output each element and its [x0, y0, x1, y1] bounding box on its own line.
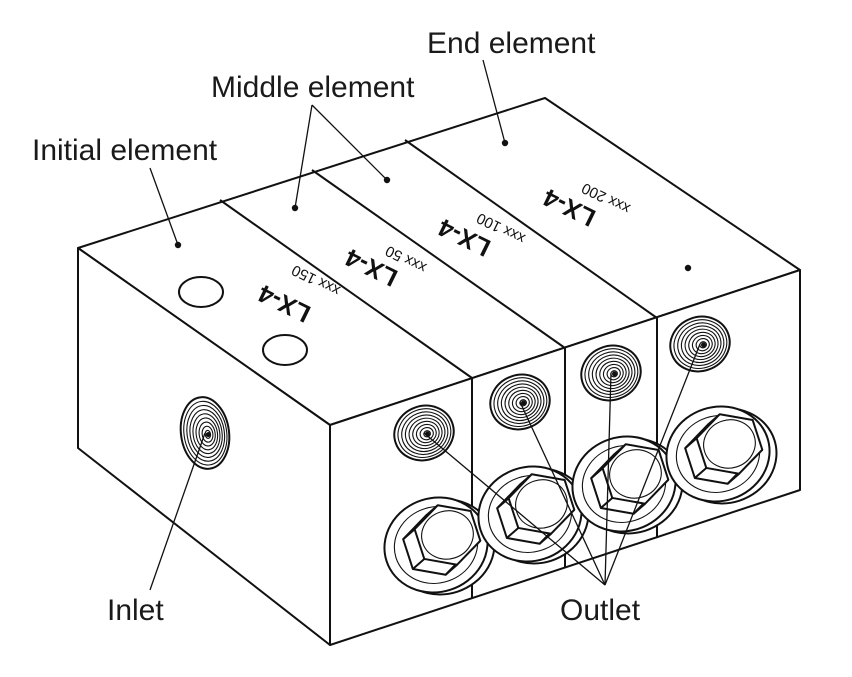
outlet-port-2-thread [519, 399, 527, 407]
outlet-bolt-2-hex-edge [539, 532, 552, 545]
outlet-port-3-thread [595, 357, 630, 390]
outlet-port-1-thread [419, 427, 434, 441]
leader-end [482, 59, 506, 144]
leader-outlet-3 [604, 372, 612, 586]
outlet-bolt-2-hex-edge [496, 497, 510, 509]
outlet-port-2-thread [497, 380, 545, 425]
outlet-bolt-4-hex-edge [727, 472, 740, 485]
outlet-port-3-thread [591, 354, 633, 393]
outlet-bolts [383, 405, 778, 596]
outlet-port-4-thread [677, 322, 725, 367]
outlet-port-4-thread [688, 331, 716, 358]
label-middle-element: Middle element [211, 71, 415, 104]
outlet-port-4-thread [695, 338, 710, 352]
top-hole-1 [178, 276, 224, 308]
outlet-bolt-3-hex-edge [633, 502, 646, 515]
division-line-2 [311, 169, 566, 349]
outlet-bolt-1-hex-edge [402, 528, 416, 540]
threaded-ports [179, 315, 731, 470]
outlet-bolt-1-hex-edge [445, 563, 458, 576]
outlet-bolt-2 [477, 465, 590, 565]
leader-middle-1 [294, 104, 313, 209]
outlet-port-3-thread [602, 363, 624, 384]
outlet-bolt-4-hex-edge [694, 467, 707, 479]
outlet-port-3-center-dot [612, 371, 618, 377]
top-hole-2 [262, 334, 308, 366]
inlet-port-thread [198, 421, 216, 447]
outlet-bolt-3 [571, 435, 684, 535]
outlet-port-3-thread [599, 360, 627, 387]
outlet-bolt-4-hex-edge [684, 437, 698, 449]
inlet-port-thread [201, 425, 214, 443]
outlet-port-3-thread [584, 348, 639, 398]
division-line-1 [219, 199, 473, 379]
outlet-bolt-2-hex-chamfer [515, 479, 568, 529]
outlet-port-4-thread [684, 328, 719, 361]
dot-end-2 [684, 264, 692, 272]
leader-outlet-1 [423, 432, 606, 586]
inlet-port-thread [186, 404, 226, 462]
leader-middle-2 [311, 104, 388, 181]
outlet-port-3-thread [606, 367, 621, 381]
outlet-port-2-center-dot [521, 400, 527, 406]
outlet-port-2-thread [511, 392, 533, 413]
outlet-port-4-thread [673, 319, 728, 369]
label-initial-element: Initial element [32, 134, 218, 167]
leader-outlet-4 [604, 343, 701, 586]
outlet-bolt-3-hex-edge [590, 467, 604, 479]
outlet-bolt-3-hex-chamfer [609, 449, 662, 499]
inlet-port-thread [192, 413, 221, 455]
outlet-bolt-4 [665, 405, 778, 505]
inlet-port-thread [195, 417, 219, 451]
division-line-3 [404, 139, 658, 319]
outlet-port-1-thread [415, 423, 437, 444]
outlet-bolt-1 [383, 496, 496, 596]
outlet-bolt-1-hex-top [413, 504, 482, 566]
outlet-port-4-center-dot [701, 342, 707, 348]
outlet-port-1-thread [401, 411, 449, 456]
outlet-bolt-1-hex-edge [412, 558, 425, 570]
outlet-port-1-thread [404, 414, 446, 453]
label-inlet: Inlet [107, 594, 164, 627]
outlet-port-2-thread [515, 396, 530, 410]
outlet-port-4-thread [680, 325, 722, 364]
marking-middle-2: LX-4 xxx 100 [434, 209, 528, 262]
label-end-element: End element [427, 27, 596, 60]
inlet-port-thread [189, 409, 223, 458]
outlet-bolt-1-hex-chamfer [421, 510, 474, 560]
inlet-port-thread [183, 400, 228, 466]
leader-initial [149, 167, 179, 246]
outlet-port-4-thread [691, 334, 713, 355]
outlet-bolt-2-hex-edge [506, 527, 519, 539]
outlet-port-3-thread [588, 351, 636, 396]
outlet-port-2-thread [493, 377, 548, 427]
outlet-bolt-4-hex-chamfer [703, 419, 756, 469]
inlet-port-center-dot [205, 432, 211, 438]
label-outlet: Outlet [560, 594, 641, 627]
outlet-bolt-4-hex-top [695, 413, 764, 475]
outlet-port-1-thread [408, 417, 443, 450]
outlet-bolt-2-hex-top [507, 473, 576, 535]
outlet-bolt-3-hex-edge [600, 497, 613, 509]
outlet-port-4-thread [699, 341, 707, 349]
outlet-port-1-thread [412, 420, 440, 447]
leader-outlet-2 [519, 401, 606, 586]
outlet-port-1-thread [397, 408, 452, 458]
leader-inlet [149, 432, 206, 591]
